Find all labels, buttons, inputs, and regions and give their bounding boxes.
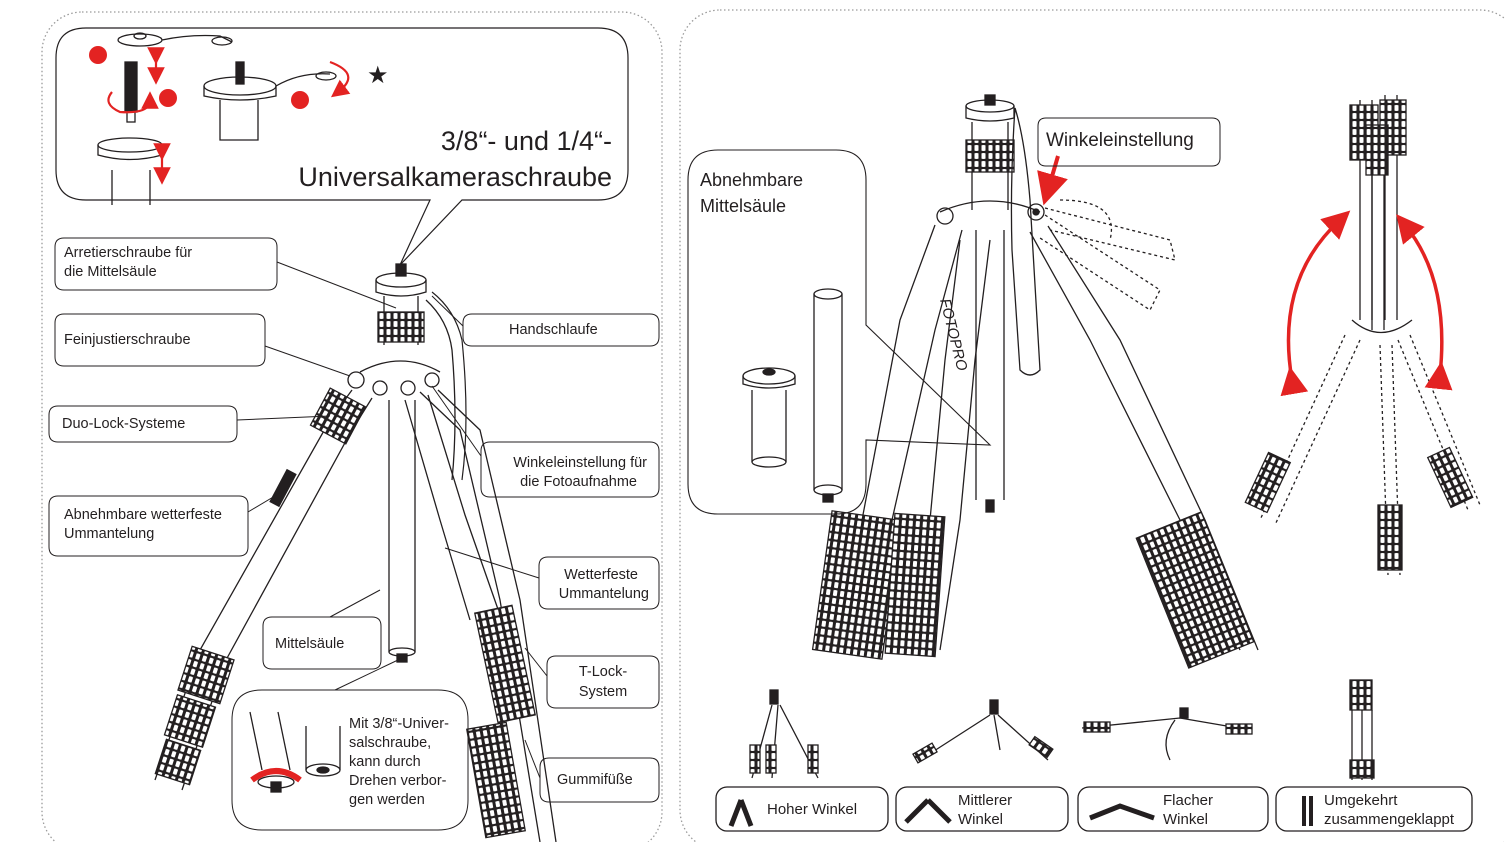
mode-reverse-label-2: zusammengeklappt bbox=[1324, 811, 1455, 828]
detachable-column bbox=[742, 288, 843, 503]
wetter-label-2: Ummantelung bbox=[558, 586, 649, 602]
column-callout-box bbox=[687, 149, 992, 515]
mini-flat-angle-tripod bbox=[1081, 707, 1253, 761]
winkel-callout-box bbox=[1037, 117, 1221, 167]
red-pointer-arrow bbox=[1037, 155, 1068, 206]
gummi-label: Gummifüße bbox=[557, 772, 633, 788]
feinjustier-label: Feinjustierschraube bbox=[64, 332, 191, 348]
brand-text: FOTOPRO bbox=[936, 297, 970, 373]
winkeleinstellung-label: Winkeleinstellung bbox=[1046, 130, 1194, 151]
abnehmbar-label-1: Abnehmbare wetterfeste bbox=[64, 507, 222, 523]
abnehmbare-label-1: Abnehmbare bbox=[700, 170, 804, 190]
abnehmbar-label-2: Ummantelung bbox=[64, 526, 155, 542]
screw-red-markers bbox=[89, 46, 309, 109]
flat-angle-icon bbox=[1089, 803, 1155, 821]
mode-medium-label-1: Mittlerer bbox=[958, 792, 1013, 809]
hidden-screw-label-4: Drehen verbor- bbox=[349, 773, 447, 789]
mittelsaeule-label: Mittelsäule bbox=[275, 636, 345, 652]
mode-flat-label-1: Flacher bbox=[1163, 792, 1214, 809]
hidden-screw-label-5: gen werden bbox=[349, 792, 425, 808]
duolock-label: Duo-Lock-Systeme bbox=[62, 416, 186, 432]
rotation-arrows bbox=[1280, 210, 1453, 397]
mode-boxes bbox=[715, 786, 1473, 832]
tripod-illustration bbox=[154, 263, 557, 842]
winkel-foto-label-2: die Fotoaufnahme bbox=[520, 474, 637, 490]
handschlaufe-label: Handschlaufe bbox=[509, 322, 598, 338]
reverse-folded-icon bbox=[1302, 796, 1313, 826]
left-label-boxes bbox=[48, 237, 660, 831]
mode-medium-label-2: Winkel bbox=[958, 811, 1004, 828]
hidden-screw-label-1: Mit 3/8“-Univer- bbox=[349, 716, 449, 732]
mini-medium-angle-tripod bbox=[912, 699, 1054, 764]
right-panel-outline bbox=[679, 9, 1505, 842]
star-icon: ★ bbox=[367, 61, 389, 89]
tlock-label-1: T-Lock- bbox=[578, 664, 628, 680]
screw-callout-line2: Universalkameraschraube bbox=[298, 162, 612, 192]
mini-high-angle-tripod bbox=[749, 689, 819, 779]
high-angle-icon bbox=[728, 799, 754, 827]
winkel-foto-label-1: Winkeleinstellung für bbox=[513, 455, 647, 471]
mode-reverse-label-1: Umgekehrt bbox=[1324, 792, 1398, 809]
arretier-label-2: die Mittelsäule bbox=[64, 264, 157, 280]
folded-tripod bbox=[1244, 95, 1481, 576]
screw-red-arrows bbox=[107, 47, 351, 185]
abnehmbare-label-2: Mittelsäule bbox=[700, 196, 787, 216]
arretier-label-1: Arretierschraube für bbox=[64, 245, 193, 261]
medium-angle-icon bbox=[904, 798, 952, 824]
hidden-screw-label-3: kann durch bbox=[349, 754, 421, 770]
mini-reverse-folded-tripod bbox=[1349, 679, 1375, 780]
wetter-label-1: Wetterfeste bbox=[564, 567, 638, 583]
hidden-screw-label-2: salschraube, bbox=[349, 735, 432, 751]
tlock-label-2: System bbox=[578, 684, 628, 700]
screw-callout-line1: 3/8“- und 1/4“- bbox=[440, 126, 612, 156]
mode-flat-label-2: Winkel bbox=[1163, 811, 1209, 828]
mode-high-label: Hoher Winkel bbox=[767, 801, 858, 818]
hidden-screw-detail bbox=[249, 711, 341, 793]
left-panel-outline bbox=[41, 11, 663, 842]
tripod-angle-illustration: FOTOPRO bbox=[811, 94, 1259, 669]
